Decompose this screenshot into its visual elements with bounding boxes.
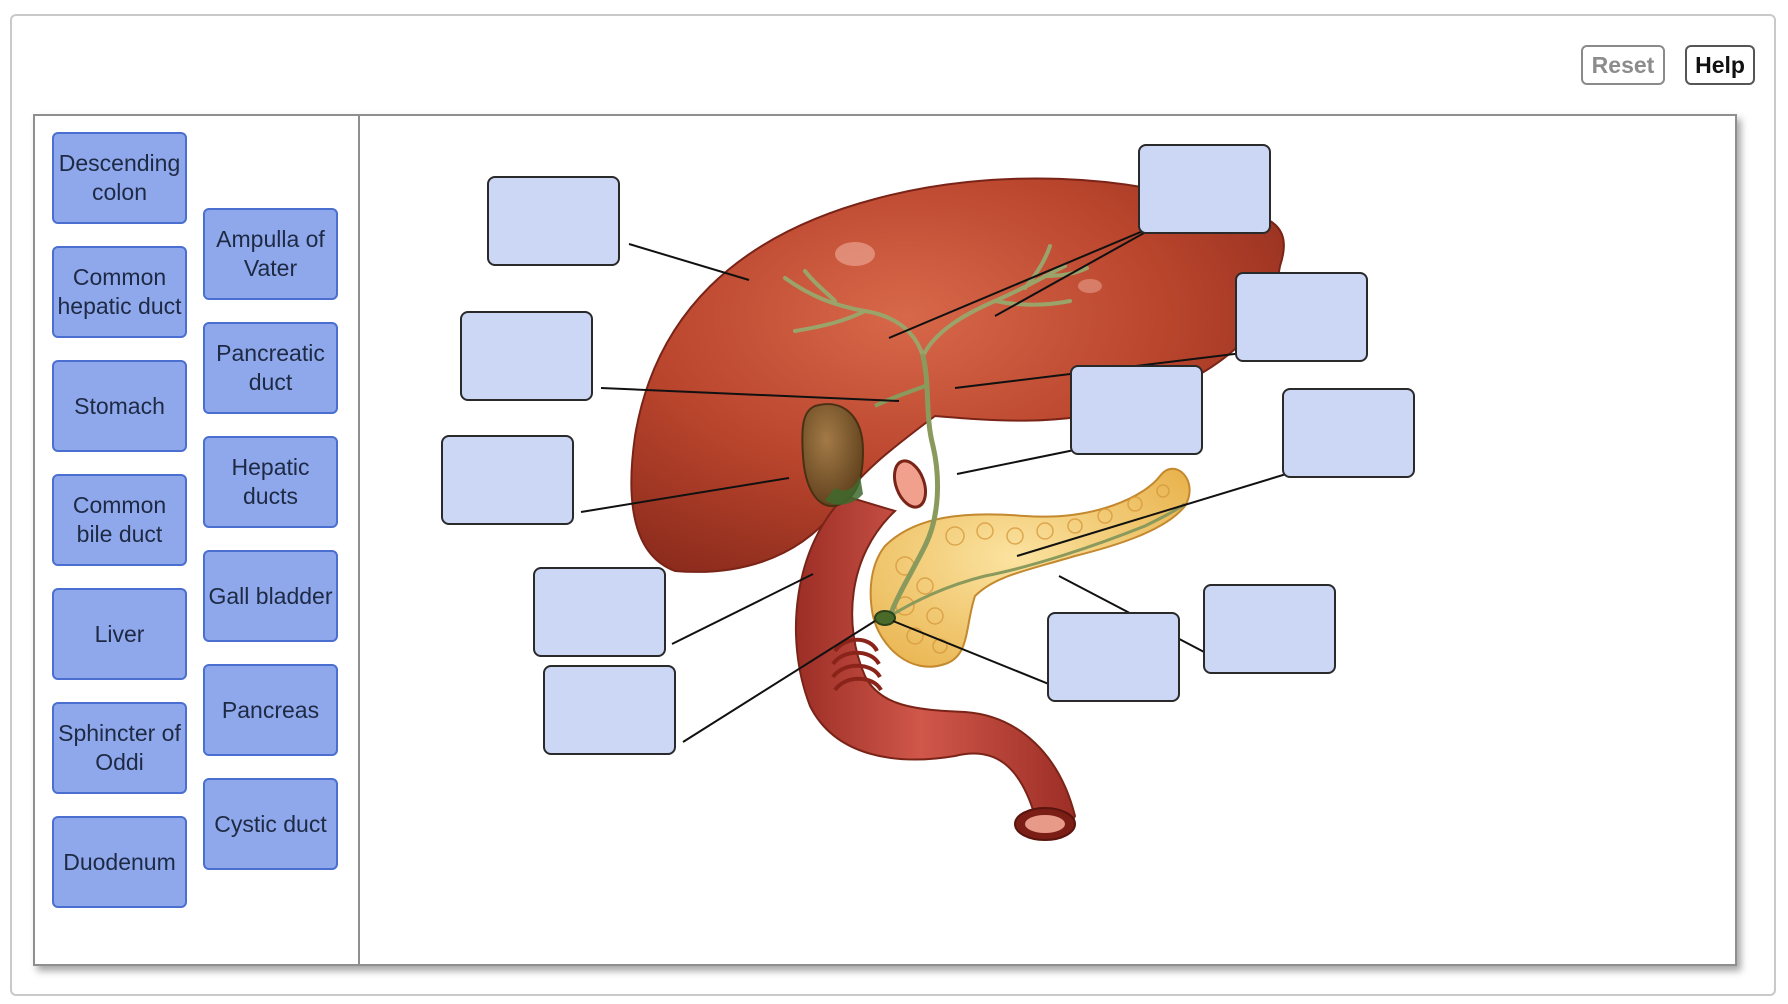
cystic-duct-shape [874,384,926,408]
drop-target-7[interactable] [1282,388,1415,478]
liver-highlight [835,242,875,266]
drop-target-1[interactable] [487,176,620,266]
label-chip-cystic-duct[interactable]: Cystic duct [203,778,338,870]
label-chip-liver[interactable]: Liver [52,588,187,680]
label-chip-pancreatic-duct[interactable]: Pancreatic duct [203,322,338,414]
labeling-workspace: Descending colon Ampulla of Vater Common… [33,114,1737,966]
common-bile-duct-shape [887,353,940,619]
leader-lines [580,222,1307,743]
ampulla-shape [874,610,896,626]
label-chip-common-bile-duct[interactable]: Common bile duct [52,474,187,566]
label-chip-pancreas[interactable]: Pancreas [203,664,338,756]
label-chip-gall-bladder[interactable]: Gall bladder [203,550,338,642]
drop-target-5[interactable] [1235,272,1368,362]
help-button[interactable]: Help [1685,45,1755,85]
label-chip-hepatic-ducts[interactable]: Hepatic ducts [203,436,338,528]
label-chip-ampulla-of-vater[interactable]: Ampulla of Vater [203,208,338,300]
label-chip-sphincter-of-oddi[interactable]: Sphincter of Oddi [52,702,187,794]
drop-target-4[interactable] [1138,144,1271,234]
drop-target-3[interactable] [441,435,574,525]
gallbladder-base [825,476,863,505]
stomach-opening [892,459,928,509]
pancreas-shape [869,467,1191,668]
gallbladder-shape [801,403,865,508]
sphincter-rings [831,637,883,692]
liver-highlight [1078,279,1102,293]
digestive-organs-diagram [580,177,1307,841]
duodenum-lumen [1025,815,1065,833]
drop-target-9[interactable] [543,665,676,755]
reset-button[interactable]: Reset [1581,45,1665,85]
pancreas-lobules [895,484,1170,654]
pancreatic-duct-shape [889,502,1186,618]
label-chip-stomach[interactable]: Stomach [52,360,187,452]
hepatic-ducts-shape [783,244,1089,358]
drop-target-10[interactable] [1047,612,1180,702]
label-chip-descending-colon[interactable]: Descending colon [52,132,187,224]
drop-target-8[interactable] [533,567,666,657]
label-bank: Descending colon Ampulla of Vater Common… [35,116,360,964]
drop-target-2[interactable] [460,311,593,401]
label-chip-common-hepatic-duct[interactable]: Common hepatic duct [52,246,187,338]
drop-target-6[interactable] [1070,365,1203,455]
drop-target-11[interactable] [1203,584,1336,674]
label-chip-duodenum[interactable]: Duodenum [52,816,187,908]
